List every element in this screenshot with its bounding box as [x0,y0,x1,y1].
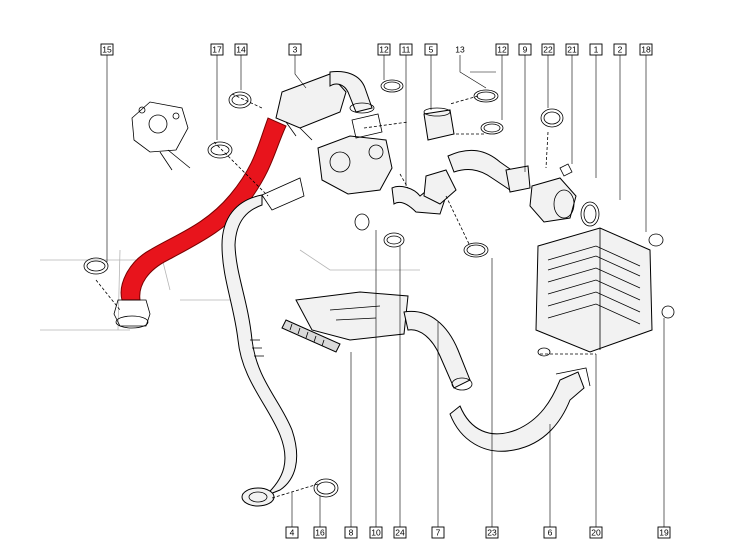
sensor-1 [529,177,577,223]
label-box-23: 23 [485,526,499,539]
hose-7 [403,310,473,391]
fitting-18 [648,233,664,247]
label-box-7: 7 [431,526,445,539]
label-box-21: 21 [565,43,579,56]
assembly-arrows [95,93,596,499]
label-box-20: 20 [589,526,603,539]
label-7: 7 [436,528,441,538]
label-box-9: 9 [518,43,532,56]
label-box-19: 19 [657,526,671,539]
clamp-23 [463,242,489,258]
label-box-2: 2 [613,43,627,56]
clamp-12b [480,121,504,135]
label-2: 2 [618,45,623,55]
hose-9 [447,149,531,193]
label-box-18: 18 [639,43,653,56]
clamp-12a [380,79,404,93]
label-box-12a: 12 [377,43,391,56]
label-22: 22 [543,45,553,55]
engine-ghost-lines [40,249,420,331]
label-20: 20 [591,528,601,538]
label-6: 6 [548,528,553,538]
fitting-20 [537,347,551,357]
clamp-16 [313,478,339,498]
heat-shield-plate [295,291,409,341]
highlighted-hose-15 [113,117,287,329]
label-box-14: 14 [234,43,248,56]
label-1: 1 [594,45,599,55]
label-8: 8 [349,528,354,538]
label-box-10: 10 [369,526,383,539]
throttle-body-part [131,101,191,171]
label-box-24: 24 [393,526,407,539]
label-17: 17 [212,45,222,55]
seal-10 [354,213,370,231]
bottom-labels: 4 16 8 10 24 7 23 6 20 19 [285,526,671,539]
o-ring-2 [580,201,600,227]
clamp-24 [383,232,405,248]
fitting-19 [661,305,675,319]
label-box-5: 5 [424,43,438,56]
intake-manifold-part [317,113,393,195]
hose-3 [275,71,375,141]
label-box-17: 17 [210,43,224,56]
label-box-11: 11 [399,43,413,56]
corrugated-hose-4 [221,177,305,507]
label-12a: 12 [379,45,389,55]
hose-11 [391,169,457,215]
sleeve-5 [423,107,455,141]
label-10: 10 [371,528,381,538]
label-12b: 12 [497,45,507,55]
clamp-14 [228,91,252,109]
label-21: 21 [567,45,577,55]
clamp-17 [207,141,233,159]
label-box-6: 6 [543,526,557,539]
label-4: 4 [290,528,295,538]
label-box-12b: 12 [495,43,509,56]
label-box-8: 8 [344,526,358,539]
label-box-3: 3 [288,43,302,56]
label-13: 13 [455,45,465,55]
label-3: 3 [293,45,298,55]
label-24: 24 [395,528,405,538]
label-18: 18 [641,45,651,55]
label-15: 15 [102,45,112,55]
label-box-16: 16 [313,526,327,539]
screw-21 [559,163,573,177]
label-11: 11 [402,45,411,55]
label-box-22: 22 [541,43,555,56]
clamp-15 [83,257,109,275]
label-box-15: 15 [100,43,114,56]
label-box-4: 4 [285,526,299,539]
label-23: 23 [487,528,497,538]
label-5: 5 [429,45,434,55]
highlighted-hose-15-body [120,117,287,301]
label-16: 16 [315,528,325,538]
intercooler-part [535,227,653,353]
clamp-22 [540,108,564,128]
hose-6 [449,367,591,452]
label-box-1: 1 [589,43,603,56]
label-14: 14 [236,45,246,55]
label-9: 9 [523,45,528,55]
filter-8 [281,319,341,353]
leader-lines [106,55,665,527]
top-labels: 15 17 14 3 12 11 5 13 12 9 22 21 1 2 18 [100,43,653,56]
label-19: 19 [659,528,669,538]
